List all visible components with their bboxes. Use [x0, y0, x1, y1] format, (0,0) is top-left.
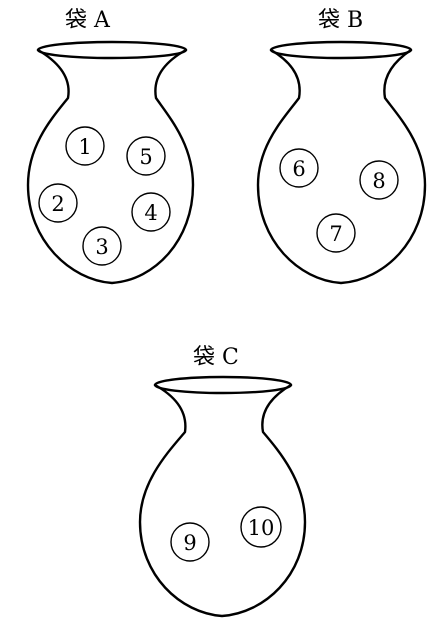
ball-6-number: 6 — [292, 157, 305, 181]
bag-a: 袋 A 1 5 2 4 3 — [28, 8, 193, 283]
ball-5: 5 — [127, 137, 165, 175]
bag-b-label: 袋 B — [318, 8, 363, 33]
ball-1-number: 1 — [78, 135, 91, 159]
bag-b: 袋 B 6 8 7 — [258, 8, 425, 283]
ball-4: 4 — [132, 193, 170, 231]
ball-8-number: 8 — [372, 169, 385, 193]
ball-7: 7 — [317, 214, 355, 252]
ball-9-number: 9 — [183, 531, 196, 555]
bag-c-label: 袋 C — [193, 345, 239, 370]
ball-8: 8 — [360, 161, 398, 199]
ball-10: 10 — [241, 507, 281, 547]
bag-b-mouth — [271, 42, 411, 58]
ball-1: 1 — [66, 127, 104, 165]
ball-2-number: 2 — [51, 192, 64, 216]
ball-10-number: 10 — [248, 516, 275, 540]
bag-c-body — [140, 385, 305, 616]
bag-c-mouth — [155, 377, 291, 393]
ball-2: 2 — [39, 184, 77, 222]
bag-c: 袋 C 9 10 — [140, 345, 305, 616]
ball-5-number: 5 — [139, 145, 152, 169]
ball-4-number: 4 — [144, 201, 157, 225]
bag-a-label: 袋 A — [65, 8, 111, 33]
ball-9: 9 — [171, 523, 209, 561]
ball-3-number: 3 — [95, 235, 108, 259]
ball-6: 6 — [280, 149, 318, 187]
ball-7-number: 7 — [329, 222, 342, 246]
bag-a-mouth — [38, 42, 186, 58]
ball-3: 3 — [83, 227, 121, 265]
